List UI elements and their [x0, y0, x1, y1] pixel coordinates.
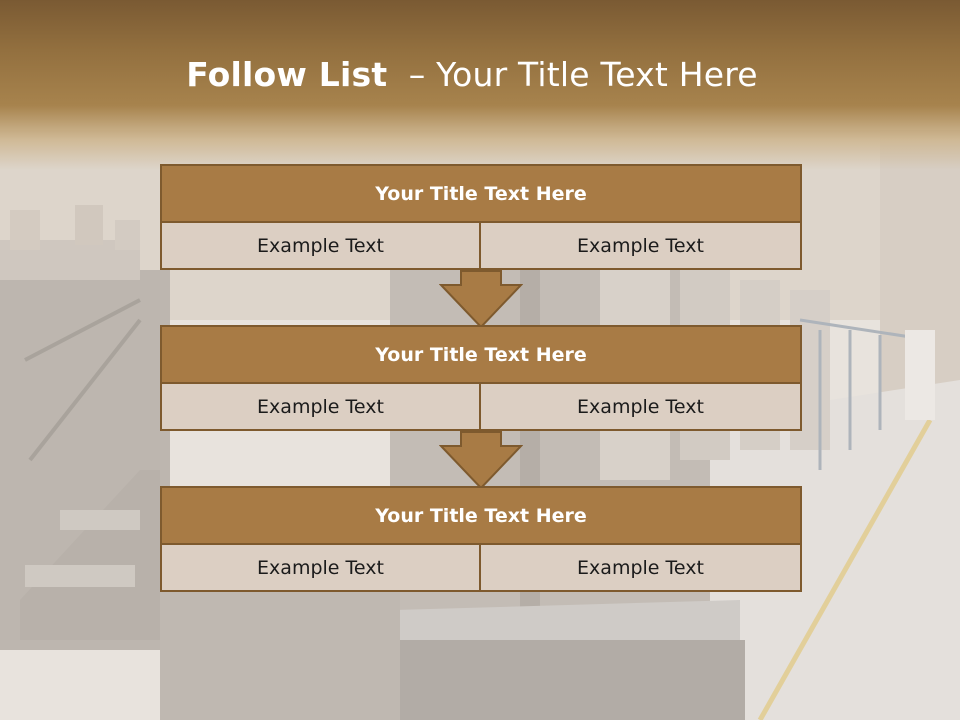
step-3: Your Title Text Here Example Text Exampl… — [160, 486, 802, 594]
step-cell-left: Example Text — [160, 221, 481, 270]
down-arrow-icon — [439, 431, 523, 489]
step-title: Your Title Text Here — [160, 486, 802, 545]
step-cells: Example Text Example Text — [160, 221, 802, 270]
step-cell-left: Example Text — [160, 382, 481, 431]
step-cell-left: Example Text — [160, 543, 481, 592]
step-cells: Example Text Example Text — [160, 382, 802, 431]
step-1: Your Title Text Here Example Text Exampl… — [160, 164, 802, 272]
step-title: Your Title Text Here — [160, 325, 802, 384]
step-cell-right: Example Text — [481, 543, 802, 592]
slide-title: Follow List – Your Title Text Here — [0, 55, 944, 94]
slide-title-rest: – Your Title Text Here — [387, 55, 758, 94]
step-cell-right: Example Text — [481, 221, 802, 270]
step-title: Your Title Text Here — [160, 164, 802, 223]
step-2: Your Title Text Here Example Text Exampl… — [160, 325, 802, 433]
step-cells: Example Text Example Text — [160, 543, 802, 592]
step-cell-right: Example Text — [481, 382, 802, 431]
down-arrow-icon — [439, 270, 523, 328]
slide-title-bold: Follow List — [186, 55, 388, 94]
header-band — [0, 0, 960, 170]
